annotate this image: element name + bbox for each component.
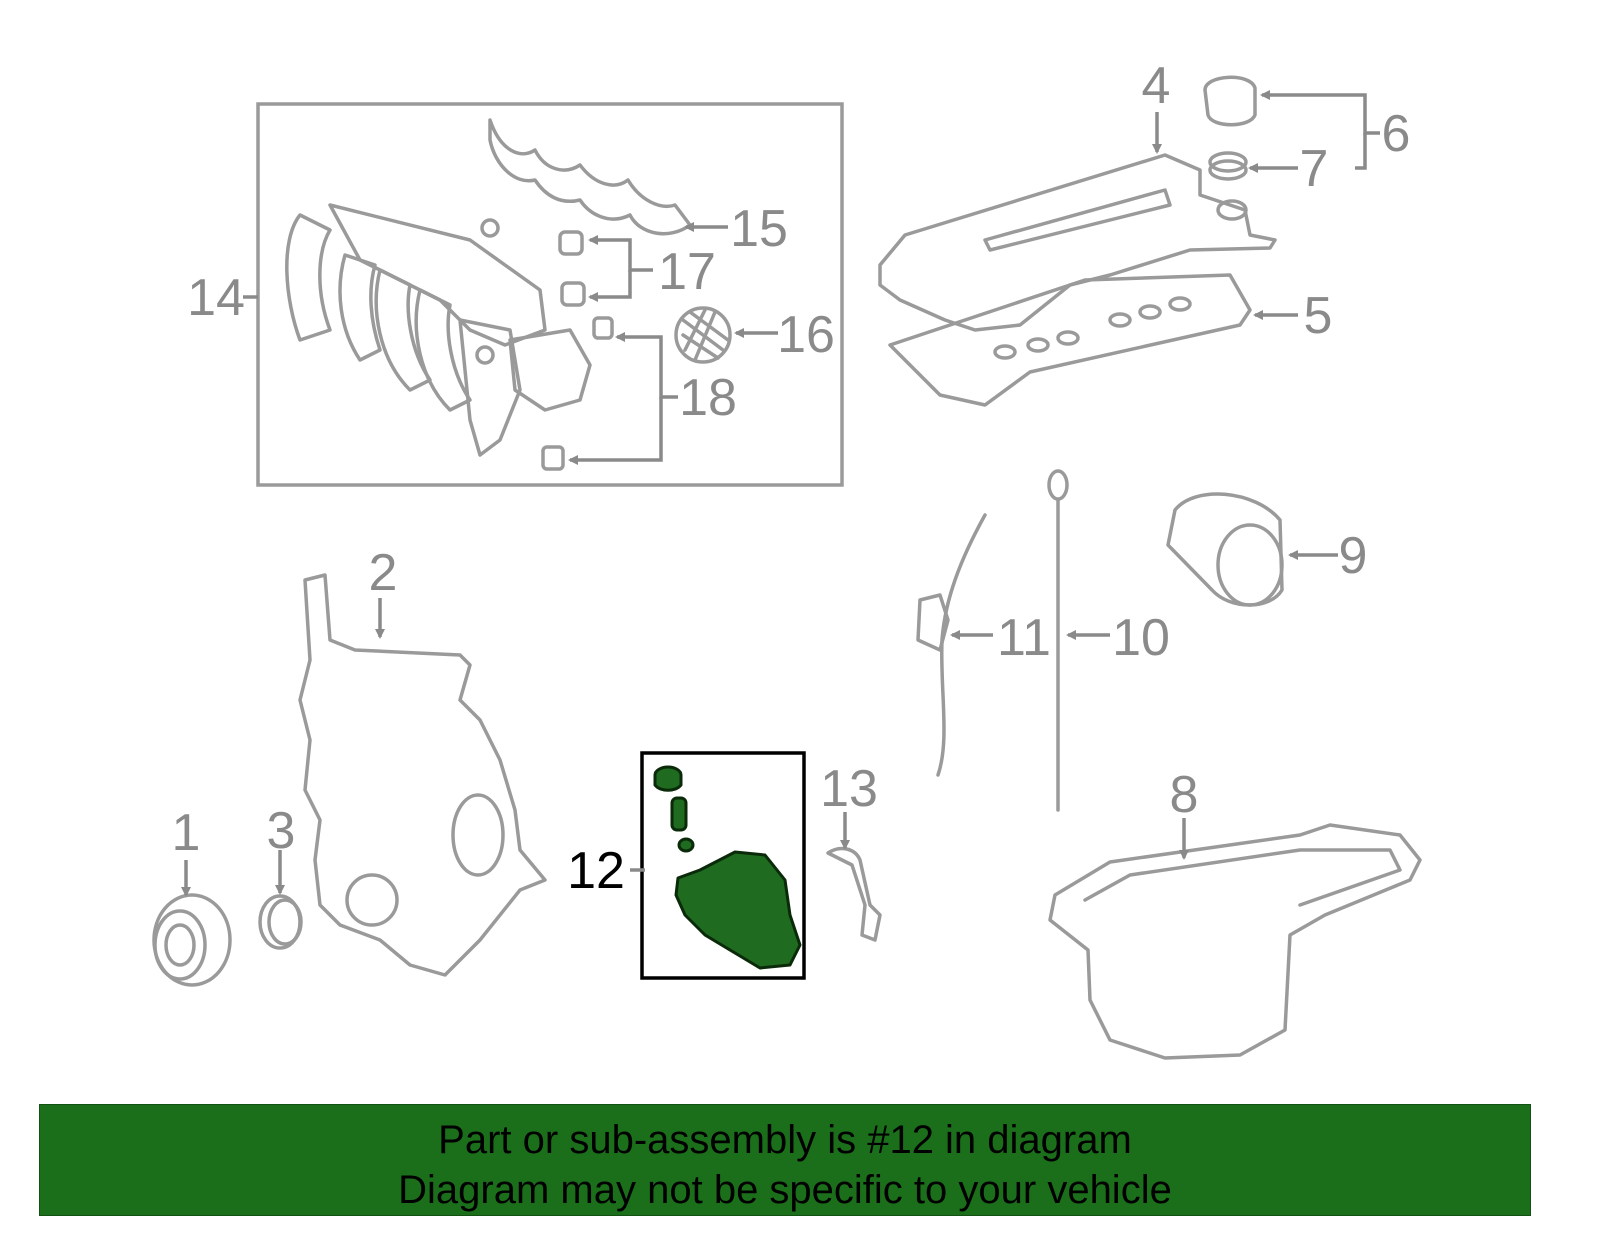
callout-1: 1	[172, 804, 201, 862]
callout-6: 6	[1382, 105, 1411, 163]
crank-pulley-part	[152, 893, 232, 987]
valve-cover-part	[878, 153, 1277, 332]
banner-line-disclaimer: Diagram may not be specific to your vehi…	[398, 1168, 1172, 1212]
oil-filter-part	[1166, 492, 1284, 607]
timing-cover-part	[298, 573, 547, 977]
callout-14: 14	[187, 269, 245, 327]
manifold-bushings-part	[541, 230, 614, 471]
callout-12: 12	[567, 842, 625, 900]
callout-15: 15	[730, 200, 788, 258]
valve-cover-gasket-part	[888, 273, 1252, 407]
callout-4: 4	[1142, 57, 1171, 115]
dipstick-tube-part	[916, 513, 987, 777]
callout-18: 18	[679, 369, 737, 427]
info-banner: Part or sub-assembly is #12 in diagram D…	[39, 1104, 1531, 1216]
manifold-gasket-part	[488, 118, 692, 236]
callout-11: 11	[997, 609, 1051, 667]
crank-seal-part	[258, 894, 303, 950]
callout-13: 13	[820, 760, 878, 818]
callout-9: 9	[1339, 527, 1368, 585]
callout-5: 5	[1304, 287, 1333, 345]
intake-manifold-box	[256, 102, 844, 487]
banner-line-part-number: Part or sub-assembly is #12 in diagram	[438, 1118, 1132, 1162]
leader-lines	[181, 90, 1380, 897]
manifold-seal-part	[674, 306, 732, 364]
oil-pump-highlighted-part[interactable]	[653, 765, 802, 970]
dipstick-part	[1047, 469, 1069, 812]
oil-pan-part	[1048, 823, 1422, 1060]
bracket-part	[826, 846, 882, 942]
callout-2: 2	[369, 544, 398, 602]
callout-17: 17	[658, 243, 716, 301]
highlight-box	[640, 751, 806, 980]
callout-10: 10	[1112, 609, 1170, 667]
callout-7: 7	[1300, 140, 1329, 198]
oil-filler-cap-part	[1203, 75, 1257, 127]
filler-cap-seal-part	[1208, 151, 1248, 181]
callout-16: 16	[777, 306, 835, 364]
callout-8: 8	[1170, 766, 1199, 824]
callout-3: 3	[267, 802, 296, 860]
intake-manifold-part	[285, 203, 592, 457]
